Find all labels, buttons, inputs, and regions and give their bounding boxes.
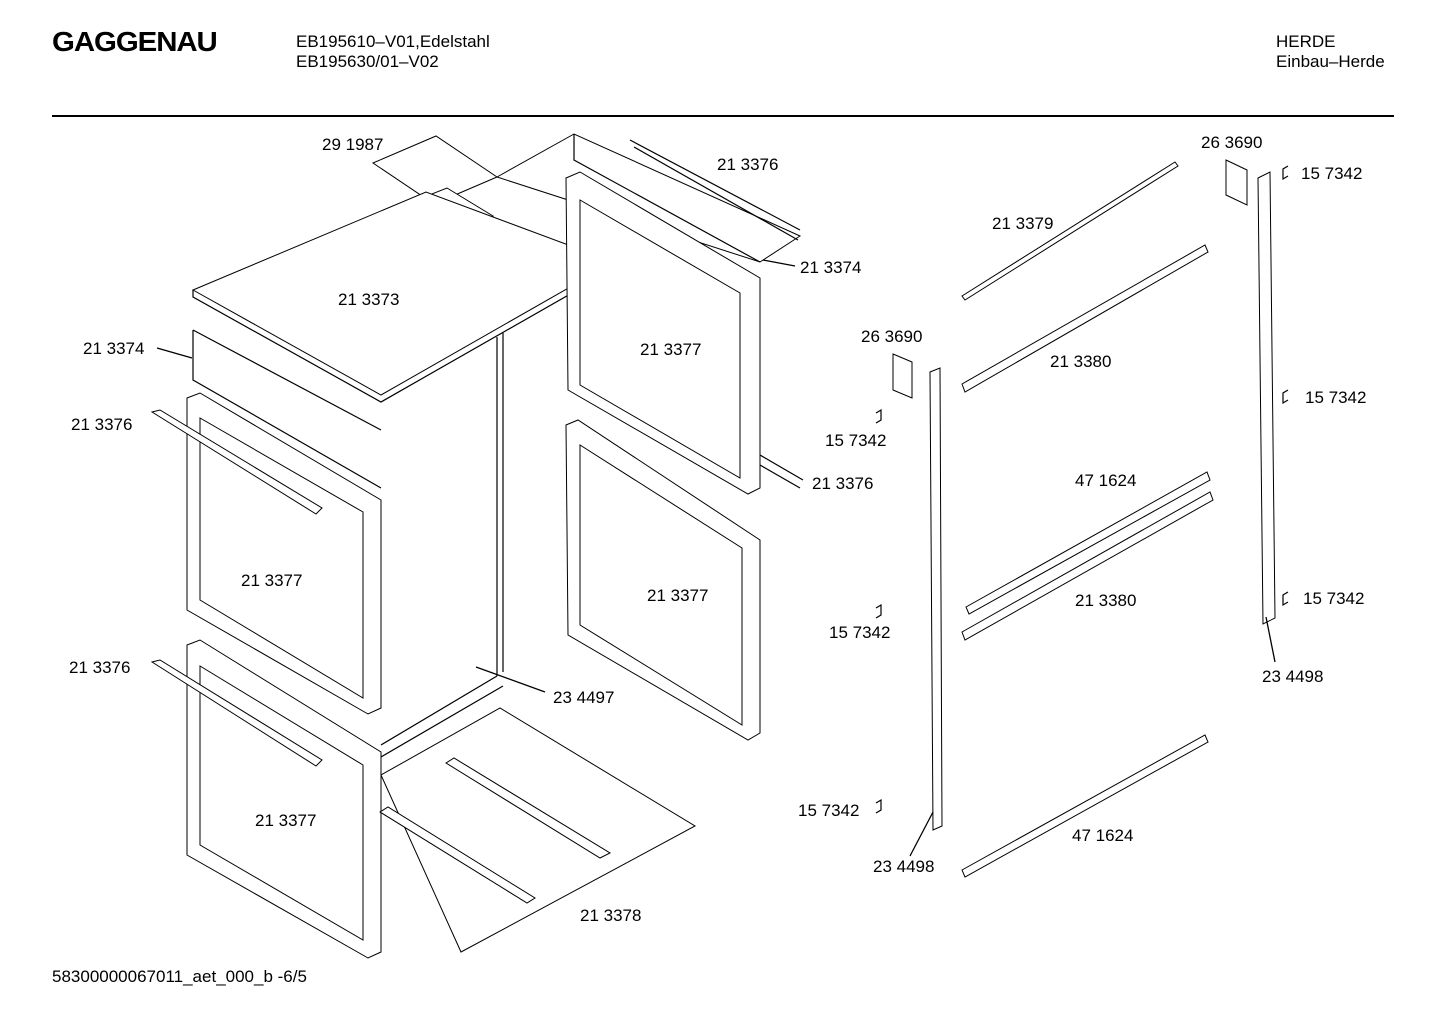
label-21-3379: 21 3379 [992,214,1053,233]
header-rule [52,115,1394,117]
label-15-7342-c: 15 7342 [798,801,859,820]
part-profile-21-3380-upper [961,244,1209,393]
label-15-7342-e: 15 7342 [1305,388,1366,407]
label-47-1624-upper: 47 1624 [1075,471,1136,490]
label-26-3690-left: 26 3690 [861,327,922,346]
brand-logo: GAGGENAU [52,26,218,57]
clip-icons [875,165,1289,814]
part-hinge-26-3690-right [1225,159,1248,206]
label-21-3377-upper-right: 21 3377 [640,340,701,359]
part-profile-47-1624-lower [961,734,1209,878]
label-23-4498-right: 23 4498 [1262,667,1323,686]
label-15-7342-d: 15 7342 [1301,164,1362,183]
label-21-3377-lower-left: 21 3377 [255,811,316,830]
leader-lines [156,259,1276,857]
label-23-4498-left: 23 4498 [873,857,934,876]
label-47-1624-lower: 47 1624 [1072,826,1133,845]
label-21-3374-right: 21 3374 [800,258,861,277]
part-profile-21-3380-lower [961,491,1214,641]
label-29-1987: 29 1987 [322,135,383,154]
footer-doc-id: 58300000067011_aet_000_b -6/5 [52,967,307,986]
part-side-panel-lower-right [565,419,761,741]
label-21-3376-left-lower: 21 3376 [69,658,130,677]
part-rails-left [150,409,323,767]
part-trim-21-3379 [961,161,1179,301]
label-15-7342-b: 15 7342 [829,623,890,642]
label-21-3380-upper: 21 3380 [1050,352,1111,371]
label-21-3376-right: 21 3376 [812,474,873,493]
category-line-2: Einbau–Herde [1276,52,1385,71]
part-hinge-26-3690-left [892,353,913,399]
label-21-3378: 21 3378 [580,906,641,925]
model-line-2: EB195630/01–V02 [296,52,439,71]
part-labels: 29 1987 21 3376 21 3374 21 3373 21 3374 … [69,133,1366,925]
label-21-3377-upper-left: 21 3377 [241,571,302,590]
part-top-panel [191,191,616,403]
part-bottom-plate [379,707,697,953]
part-cabinet-body [192,329,504,758]
label-21-3374-left: 21 3374 [83,339,144,358]
label-15-7342-a: 15 7342 [825,431,886,450]
part-vertical-strip-right [1257,171,1276,625]
part-vertical-strip-left [929,367,943,831]
label-23-4497: 23 4497 [553,688,614,707]
label-21-3380-lower: 21 3380 [1075,591,1136,610]
label-21-3373: 21 3373 [338,290,399,309]
label-21-3377-lower-right: 21 3377 [647,586,708,605]
label-21-3376-left-upper: 21 3376 [71,415,132,434]
model-line-1: EB195610–V01,Edelstahl [296,32,490,51]
label-26-3690-right: 26 3690 [1201,133,1262,152]
part-side-panel-lower-left [186,639,382,959]
part-side-panel-upper-left [186,392,382,715]
part-side-panel-upper-right [565,171,804,495]
label-15-7342-f: 15 7342 [1303,589,1364,608]
label-21-3376-top: 21 3376 [717,155,778,174]
part-profile-47-1624-upper [965,471,1211,615]
category-line-1: HERDE [1276,32,1336,51]
